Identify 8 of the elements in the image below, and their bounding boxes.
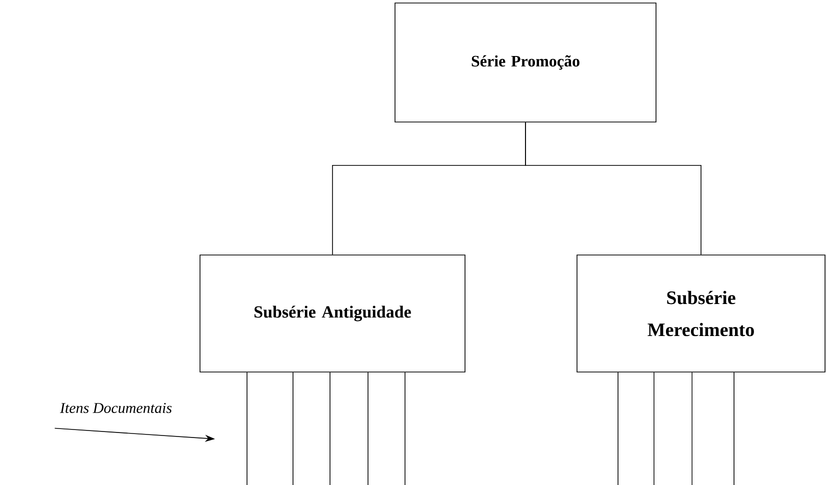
series-box: Série Promoção [394,2,656,122]
connector-line [525,122,702,255]
item-line [246,372,248,485]
item-line [292,372,294,485]
item-line [404,372,406,485]
caption-text: Itens Documentais [60,402,172,414]
series-box: Subsérie Merecimento [576,254,826,372]
series-box: Subsérie Antiguidade [200,254,466,372]
